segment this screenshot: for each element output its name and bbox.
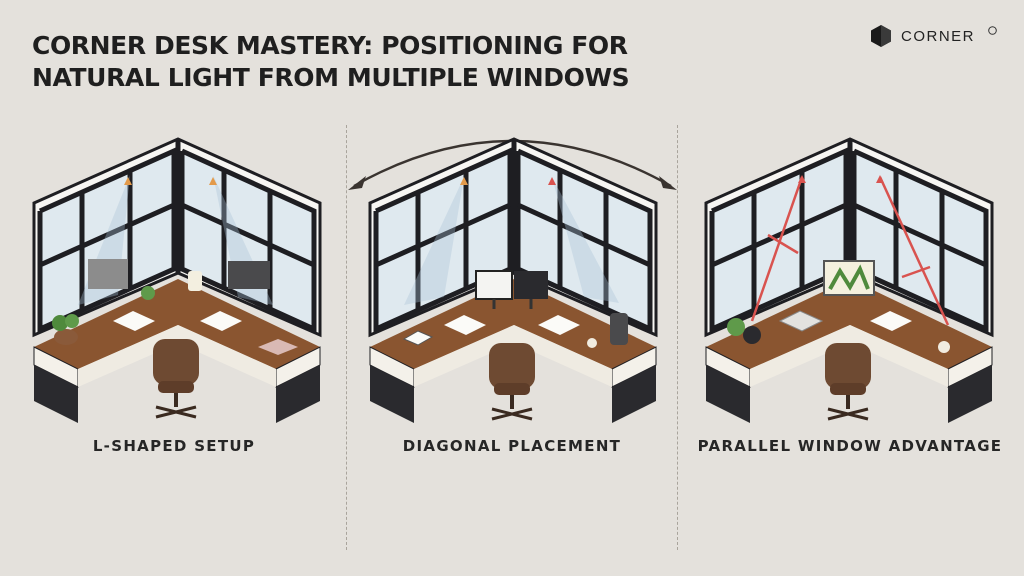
pot bbox=[743, 326, 761, 344]
office-chair bbox=[825, 343, 871, 421]
panel-divider-1 bbox=[346, 125, 347, 550]
light-ray bbox=[404, 177, 464, 305]
paper bbox=[444, 315, 486, 335]
office-chair bbox=[153, 339, 199, 419]
shelf-device bbox=[228, 261, 270, 289]
panel-divider-2 bbox=[677, 125, 678, 550]
desk-cabinet-left bbox=[34, 365, 78, 423]
paper bbox=[538, 315, 580, 335]
notebook bbox=[778, 310, 824, 332]
panel-l-shaped bbox=[8, 125, 348, 425]
paper bbox=[200, 311, 242, 331]
plant bbox=[141, 286, 155, 300]
paper bbox=[113, 311, 155, 331]
panel-diagonal bbox=[344, 125, 684, 425]
plant bbox=[52, 314, 79, 345]
registered-mark-icon bbox=[988, 26, 997, 35]
desk-cabinet-right bbox=[612, 365, 656, 423]
desk-cabinet-right bbox=[276, 365, 320, 423]
light-ray bbox=[750, 176, 950, 326]
mug bbox=[938, 341, 950, 353]
paper bbox=[870, 311, 912, 331]
plant bbox=[727, 318, 745, 336]
notebook bbox=[258, 339, 298, 355]
desk-cabinet-left bbox=[370, 365, 414, 423]
desk-lamp bbox=[610, 313, 628, 345]
desk-lamp bbox=[188, 271, 202, 291]
brand-name: CORNER bbox=[901, 27, 976, 45]
desk-cabinet-left bbox=[706, 365, 750, 423]
corner-desk-illustration bbox=[368, 137, 658, 423]
brand-logo: CORNER bbox=[870, 24, 997, 48]
printer bbox=[88, 259, 128, 289]
corner-desk-illustration bbox=[704, 137, 994, 423]
mug bbox=[587, 338, 597, 348]
title-line-2: NATURAL LIGHT FROM MULTIPLE WINDOWS bbox=[32, 63, 630, 92]
notepad bbox=[402, 330, 434, 346]
caption-parallel: PARALLEL WINDOW ADVANTAGE bbox=[697, 437, 1003, 455]
panel-parallel bbox=[680, 125, 1020, 425]
office-chair bbox=[489, 343, 535, 421]
caption-diagonal: DIAGONAL PLACEMENT bbox=[402, 437, 622, 455]
corner-desk-illustration bbox=[32, 137, 322, 423]
page-title: CORNER DESK MASTERY: POSITIONING FOR NAT… bbox=[32, 30, 630, 94]
title-line-1: CORNER DESK MASTERY: POSITIONING FOR bbox=[32, 31, 628, 60]
light-ray bbox=[552, 177, 619, 303]
monitor bbox=[823, 260, 875, 296]
caption-l-shaped: L-SHAPED SETUP bbox=[92, 437, 256, 455]
desk-cabinet-right bbox=[948, 365, 992, 423]
hexagon-logo-icon bbox=[871, 25, 891, 47]
monitor bbox=[475, 270, 548, 309]
